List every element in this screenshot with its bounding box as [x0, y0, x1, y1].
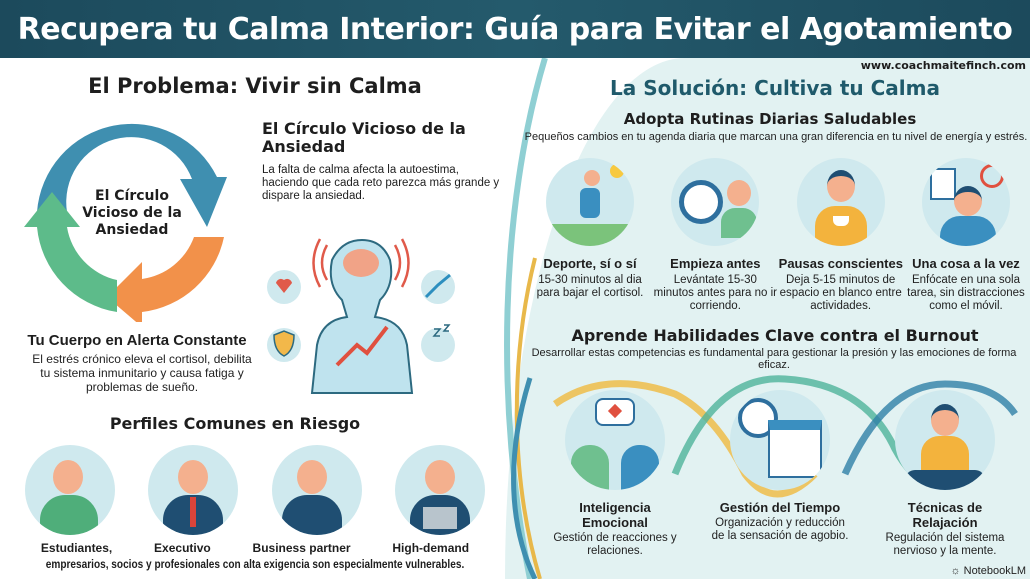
profiles-description: empresarios, socios y profesionales con … [45, 557, 465, 571]
header-banner: Recupera tu Calma Interior: Guía para Ev… [0, 0, 1030, 58]
stressed-body-illustration [267, 238, 455, 394]
skill-title: Inteligencia Emocional [579, 500, 651, 530]
clock-calendar-icon [730, 390, 830, 490]
coffee-break-icon [796, 158, 885, 246]
routine-title: Una cosa a la vez [912, 256, 1020, 271]
solution-title: La Solución: Cultiva tu Calma [610, 76, 940, 100]
business-partner-illustration [271, 445, 362, 535]
routine-card: Deporte, sí o sí 15-30 minutos al dia pa… [528, 158, 652, 313]
tired-face-icon [421, 328, 455, 362]
student-illustration [25, 445, 115, 535]
routine-card: Pausas conscientes Deja 5-15 minutos de … [779, 158, 903, 313]
skill-card: Inteligencia Emocional Gestión de reacci… [545, 390, 685, 558]
routine-card: Empieza antes Levántate 15-30 minutos an… [653, 158, 777, 313]
skill-text: Gestión de reacciones y relaciones. [553, 532, 677, 557]
profiles-row [25, 445, 485, 540]
website-url[interactable]: www.coachmaitefinch.com [860, 59, 1026, 72]
notebooklm-brand: ☼ NotebookLM [950, 565, 1026, 578]
routine-text: Enfócate en una sola tarea, sin distracc… [907, 274, 1025, 312]
skills-row: Inteligencia Emocional Gestión de reacci… [545, 390, 1015, 558]
body-alert-description: El estrés crónico eleva el cortisol, deb… [32, 352, 252, 394]
routine-title: Pausas conscientes [778, 256, 903, 271]
decorative-wave-lines [504, 58, 548, 579]
problem-title: El Problema: Vivir sin Calma [88, 74, 422, 98]
executive-illustration [148, 445, 239, 535]
skill-title: Técnicas de Relajación [907, 500, 983, 530]
notebooklm-logo-icon: ☼ [950, 565, 964, 577]
routines-title: Adopta Rutinas Diarias Saludables [623, 110, 917, 128]
cycle-arrow-orange [107, 237, 224, 322]
skill-card: Técnicas de Relajación Regulación del si… [875, 390, 1015, 558]
running-icon [546, 158, 634, 246]
brand-label: NotebookLM [963, 565, 1026, 577]
routine-text: 15-30 minutos al dia para bajar el corti… [536, 274, 644, 299]
vicious-cycle-diagram [24, 123, 227, 322]
profile-label: Estudiantes, [40, 541, 113, 555]
profile-label: Executivo [154, 541, 211, 555]
cycle-heading: El Círculo Vicioso de la Ansiedad [262, 119, 466, 156]
emotional-intelligence-icon [565, 390, 665, 490]
routines-row: Deporte, sí o sí 15-30 minutos al dia pa… [528, 158, 1028, 313]
profiles-title: Perfiles Comunes en Riesgo [109, 414, 361, 433]
focus-no-phone-icon [921, 158, 1010, 246]
page-title: Recupera tu Calma Interior: Guía para Ev… [17, 11, 1013, 47]
skill-card: Gestión del Tiempo Organización y reducc… [710, 390, 850, 558]
cycle-description: La falta de calma afecta la autoestima, … [262, 164, 500, 202]
routine-title: Empieza antes [670, 256, 761, 271]
skill-text: Regulación del sistema nervioso y la men… [885, 532, 1005, 557]
brain-icon [343, 249, 379, 277]
skills-title: Aprende Habilidades Clave contra el Burn… [571, 326, 979, 345]
cycle-arrow-blue [37, 123, 227, 227]
routine-text: Levántate 15-30 minutos antes para no ir… [653, 274, 778, 312]
profile-label: High-demand [392, 541, 470, 555]
routine-text: Deja 5-15 minutos de espacio en blanco e… [779, 274, 902, 312]
skill-text: Organización y reducción de la sensación… [711, 517, 849, 542]
alarm-clock-icon [671, 158, 760, 246]
high-demand-professional-illustration [394, 445, 485, 535]
meditation-icon [895, 390, 995, 490]
routine-title: Deporte, sí o sí [543, 256, 637, 271]
skills-description: Desarrollar estas competencias es fundam… [531, 347, 1017, 371]
body-alert-heading: Tu Cuerpo en Alerta Constante [27, 332, 247, 349]
cycle-center-label: El Círculo Vicioso de la Ansiedad [82, 188, 182, 238]
routine-card: Una cosa a la vez Enfócate en una sola t… [904, 158, 1028, 313]
profile-label: Business partner [252, 541, 351, 555]
routines-description: Pequeños cambios en tu agenda diaria que… [524, 131, 1028, 143]
cycle-arrow-green [24, 192, 117, 312]
profiles-labels: Estudiantes, Executivo Business partner … [20, 541, 490, 555]
skill-title: Gestión del Tiempo [719, 500, 841, 515]
